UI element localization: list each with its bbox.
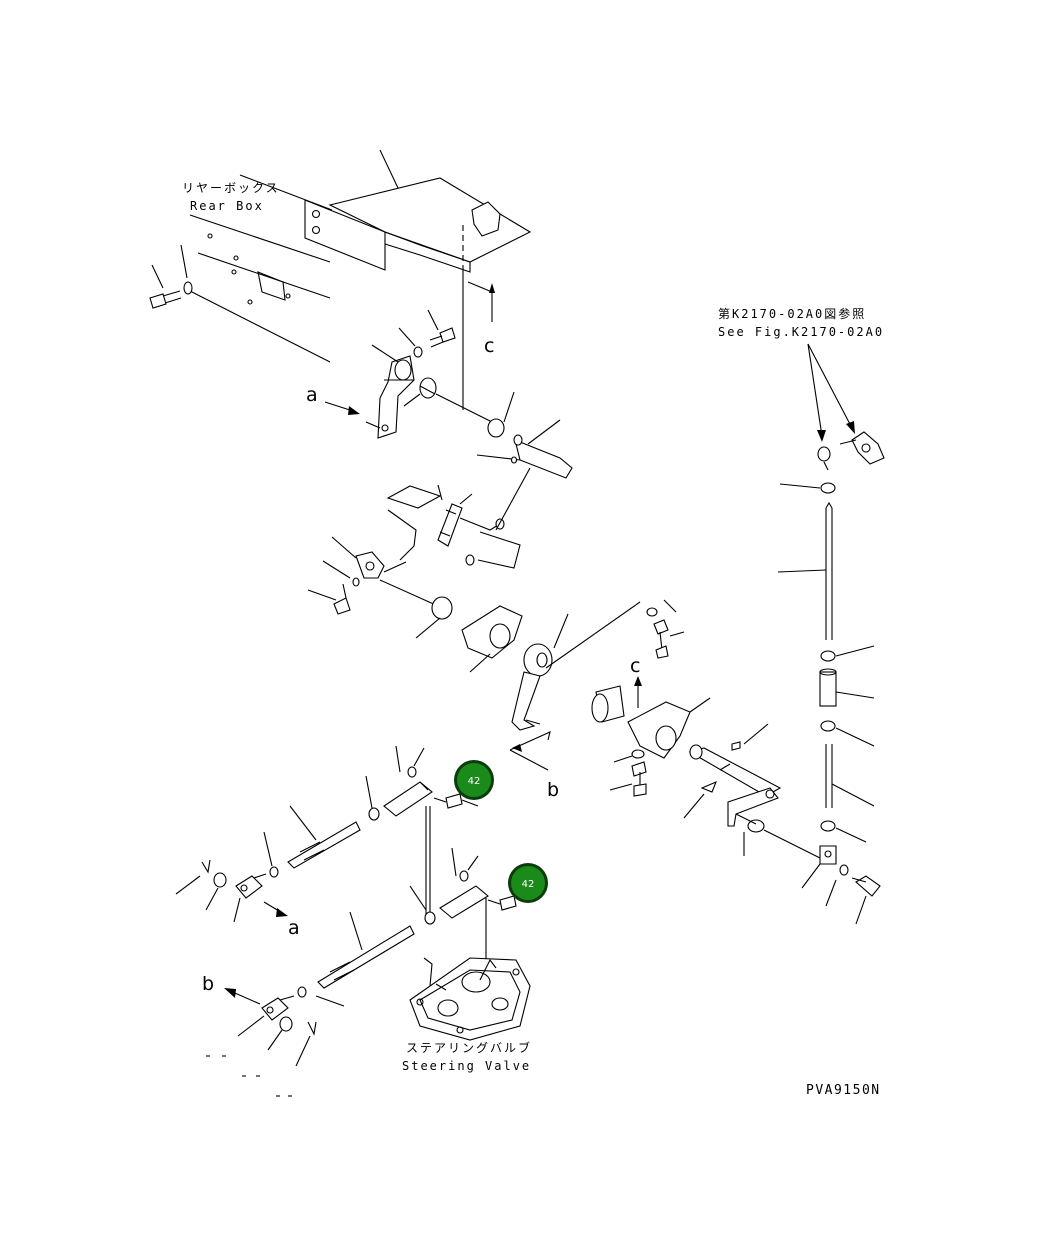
right-rod-assembly [777, 431, 885, 925]
marker-b-middle: b [547, 779, 559, 801]
upper-lever [365, 344, 415, 439]
marker-c-top-group: c [462, 270, 495, 410]
rear-box-plate [187, 174, 333, 363]
marker-c-top: c [484, 335, 494, 357]
cylinder-bushing [591, 685, 625, 723]
steering-valve-label-en: Steering Valve [402, 1059, 531, 1073]
ball-joint-upper [307, 536, 439, 615]
lower-left-rod [297, 847, 517, 1007]
see-fig-label-en: See Fig.K2170-02A0 [718, 325, 884, 339]
middle-linkage [386, 467, 531, 569]
marker-c-middle: c [630, 655, 640, 677]
bushing-and-mount [415, 596, 523, 673]
shaft-and-bushings [403, 377, 573, 479]
rear-bolt [149, 244, 193, 309]
steering-valve [409, 957, 531, 1041]
left-joint-b [237, 995, 317, 1067]
scratch-marks [206, 1055, 292, 1097]
mount-bracket-right [609, 697, 711, 797]
pivot-lever [509, 601, 641, 771]
callout-number: 42 [522, 879, 535, 890]
rear-box-label-en: Rear Box [190, 199, 264, 213]
drawing-code: PVA9150N [806, 1083, 881, 1098]
callout-number: 42 [468, 776, 481, 787]
steering-valve-label-jp: ステアリングバルブ [406, 1040, 532, 1055]
arrow-a-top [324, 401, 360, 415]
bolt-washer-upper [398, 309, 456, 358]
arrow-a-bottom [263, 901, 288, 917]
callout-42-lower[interactable]: 42 [508, 863, 548, 903]
rear-box-bracket [304, 149, 532, 273]
rear-box-label-jp: リヤーボックス [182, 181, 280, 195]
marker-a-top: a [306, 384, 318, 406]
see-fig-arrows [807, 343, 855, 442]
bolt-washer-middle [646, 599, 685, 659]
lower-right-lever [683, 723, 821, 859]
marker-b-bottom: b [202, 973, 214, 995]
arrow-c-middle [634, 676, 642, 708]
see-fig-label-jp: 第K2170-02A0図参照 [718, 306, 866, 321]
left-joint-a [175, 859, 267, 923]
marker-a-bottom: a [288, 917, 300, 939]
arrow-b-bottom [224, 988, 261, 1005]
upper-left-rod [263, 745, 479, 914]
callout-42-upper[interactable]: 42 [454, 760, 494, 800]
